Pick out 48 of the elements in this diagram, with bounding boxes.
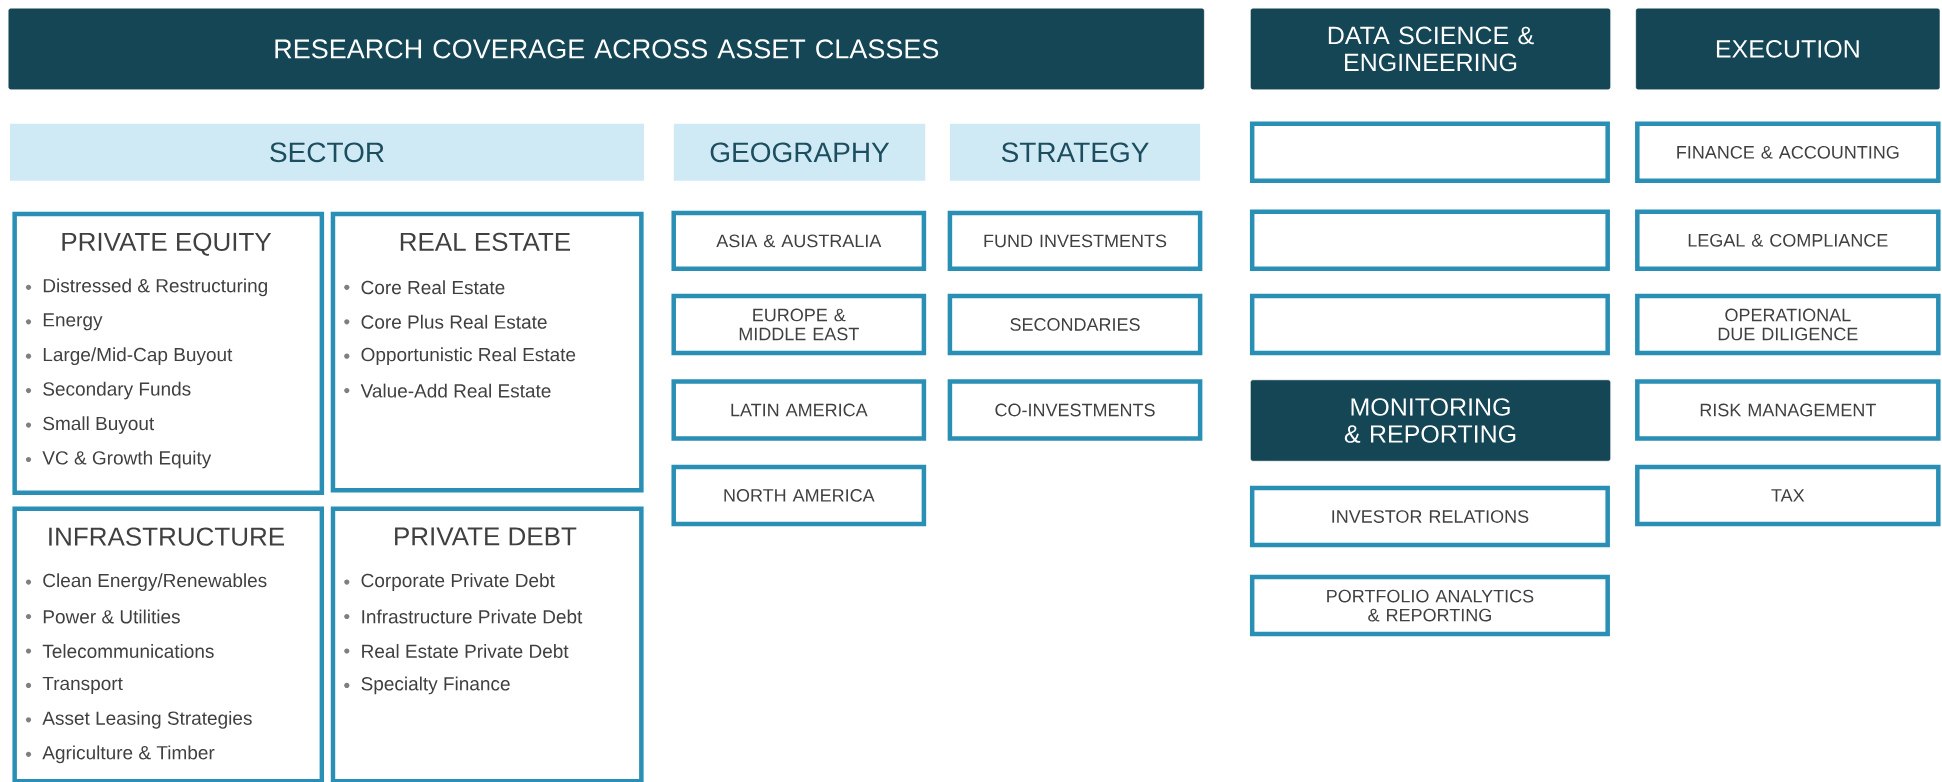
sector-card: INFRASTRUCTURE Clean Energy/Renewables Power & Utilities Telecommunications Transport Asset Leasing Strategies Agriculture & Timber <box>12 506 325 782</box>
list-item: Value-Add Real Estate <box>344 383 551 398</box>
list-item: VC & Growth Equity <box>25 450 212 469</box>
empty-box <box>1249 121 1610 184</box>
list-item: Small Buyout <box>25 416 155 434</box>
list-item: Core Plus Real Estate <box>344 314 547 329</box>
sector-card: REAL ESTATE Core Real Estate Core Plus Real Estate Opportunistic Real Estate Value-Add Real Estate <box>330 211 644 493</box>
category-box: ASIA & AUSTRALIA <box>671 210 927 271</box>
category-box: LEGAL & COMPLIANCE <box>1635 209 1941 272</box>
category-box: LATIN AMERICA <box>671 379 927 441</box>
category-box: TAX <box>1635 464 1941 527</box>
list-item: Asset Leasing Strategies <box>25 710 252 729</box>
category-box: RISK MANAGEMENT <box>1635 379 1941 441</box>
category-box: OPERATIONAL DUE DILIGENCE <box>1635 293 1941 356</box>
header-bar: EXECUTION <box>1635 8 1940 90</box>
category-box: INVESTOR RELATIONS <box>1249 485 1610 548</box>
list-item: Real Estate Private Debt <box>344 644 569 658</box>
list-item: Infrastructure Private Debt <box>344 609 583 624</box>
list-item: Specialty Finance <box>344 676 510 695</box>
empty-box <box>1249 293 1610 356</box>
list-item: Power & Utilities <box>25 609 180 624</box>
list-item: Opportunistic Real Estate <box>344 347 576 366</box>
category-box: NORTH AMERICA <box>671 464 927 527</box>
header-bar: MONITORING & REPORTING <box>1250 380 1611 461</box>
sector-card: PRIVATE DEBT Corporate Private Debt Infrastructure Private Debt Real Estate Private Debt Specialty Finance <box>330 506 644 782</box>
list-item: Distressed & Restructuring <box>25 278 267 297</box>
column-header: GEOGRAPHY <box>673 123 926 181</box>
list-item: Energy <box>25 313 103 331</box>
header-bar: DATA SCIENCE & ENGINEERING <box>1250 8 1611 90</box>
list-item: Large/Mid-Cap Buyout <box>25 347 233 366</box>
column-header: SECTOR <box>9 123 645 181</box>
category-box: FUND INVESTMENTS <box>947 210 1203 271</box>
list-item: Corporate Private Debt <box>344 573 555 591</box>
list-item: Secondary Funds <box>25 381 191 400</box>
list-item: Core Real Estate <box>344 280 505 295</box>
list-item: Telecommunications <box>25 644 214 658</box>
column-header: STRATEGY <box>949 123 1201 181</box>
list-item: Transport <box>25 676 123 694</box>
category-box: SECONDARIES <box>947 293 1203 356</box>
list-item: Clean Energy/Renewables <box>25 573 267 591</box>
category-box: EUROPE & MIDDLE EAST <box>671 293 927 356</box>
list-item: Agriculture & Timber <box>25 745 215 764</box>
category-box: CO-INVESTMENTS <box>947 379 1203 441</box>
header-bar: RESEARCH COVERAGE ACROSS ASSET CLASSES <box>8 8 1205 90</box>
category-box: FINANCE & ACCOUNTING <box>1635 121 1941 184</box>
sector-card: PRIVATE EQUITY Distressed & Restructuring Energy Large/Mid-Cap Buyout Secondary Funds Small Buyout VC & Growth Equity <box>12 211 325 495</box>
category-box: PORTFOLIO ANALYTICS & REPORTING <box>1249 574 1610 637</box>
empty-box <box>1249 209 1610 272</box>
